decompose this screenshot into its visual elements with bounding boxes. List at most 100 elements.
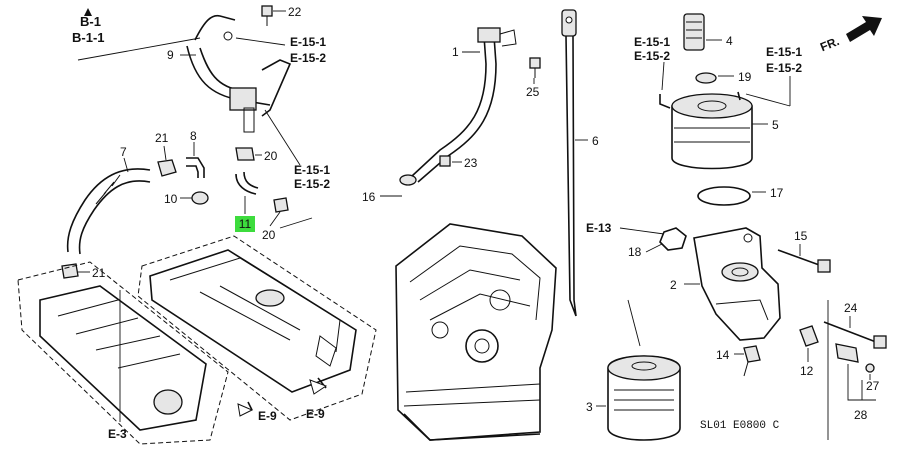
label-part-7: 7 [120, 145, 127, 159]
washer-27 [865, 363, 875, 373]
leader-21-a [163, 145, 167, 161]
label-part-18: 18 [628, 245, 642, 259]
washer-19 [695, 72, 717, 84]
label-part-11[interactable]: 11 [238, 217, 252, 231]
arrow-e9-b [309, 379, 328, 395]
label-part-8: 8 [190, 129, 197, 143]
label-part-1: 1 [452, 45, 459, 59]
ref-e152-d: E-15-2 [766, 61, 802, 75]
engine-block-top [409, 245, 541, 321]
pcv-valve-bracket [229, 87, 257, 111]
filter-base-lines [715, 299, 769, 321]
label-part-12: 12 [800, 364, 814, 378]
head-cover-lines [199, 285, 301, 341]
leader-e15-right-b [745, 93, 791, 107]
b1-leader [77, 37, 201, 61]
label-part-3: 3 [586, 400, 593, 414]
oil-cooler-nipples [659, 91, 741, 109]
intake-runners [57, 299, 181, 369]
sensor-14 [743, 345, 761, 363]
ref-e152-b: E-15-2 [294, 177, 330, 191]
grommet-10 [191, 191, 209, 205]
label-part-21-b: 21 [92, 266, 106, 280]
label-part-20-a: 20 [264, 149, 278, 163]
label-part-28: 28 [854, 408, 868, 422]
fr-arrow [846, 16, 882, 42]
label-part-14: 14 [716, 348, 730, 362]
hose-7-inner [78, 180, 151, 255]
filter-base-boss [721, 262, 759, 282]
leader-18 [645, 243, 663, 253]
oil-filter-ribs [614, 389, 674, 411]
intake-outline [39, 285, 207, 431]
highlight-part-11 [235, 216, 255, 232]
label-part-25: 25 [526, 85, 540, 99]
diagram-code: SL01 E0800 C [700, 420, 780, 432]
leader-28 [847, 364, 876, 401]
elbow-8 [186, 157, 205, 178]
leader-e15-cooler [661, 61, 665, 91]
oil-filter-top [607, 355, 681, 381]
head-cover-outline [149, 249, 357, 393]
tube-9 [186, 45, 271, 106]
oil-pan-lines [403, 383, 541, 407]
engine-block-ribs [419, 269, 531, 321]
filter-base-boltholes [743, 233, 753, 243]
head-cover-boundary [137, 235, 377, 421]
bolt-22 [261, 5, 273, 17]
label-part-6: 6 [592, 134, 599, 148]
sensor-14-stem [743, 361, 749, 377]
label-part-19: 19 [738, 70, 752, 84]
ref-e151-b: E-15-1 [294, 163, 330, 177]
label-part-27: 27 [866, 379, 880, 393]
oil-filter-port [631, 361, 657, 371]
bolt-15-head [817, 259, 831, 273]
label-part-24: 24 [844, 301, 858, 315]
pulley-upper [489, 289, 511, 311]
label-part-20-b: 20 [262, 228, 276, 242]
ref-e151-d: E-15-1 [766, 45, 802, 59]
label-part-5: 5 [772, 118, 779, 132]
filter-base-hole [731, 267, 749, 277]
leader-20-c [279, 217, 313, 229]
filter-axis-line [627, 299, 641, 347]
bolt-25 [529, 57, 541, 69]
leader-e15-top [235, 37, 286, 46]
oring-16 [399, 174, 417, 186]
clamp-20-a [235, 147, 255, 161]
oil-cooler-ribs [674, 127, 750, 143]
leader-20-b [269, 211, 281, 227]
gasket-18 [659, 227, 687, 251]
label-part-10: 10 [164, 192, 178, 206]
dipstick-tube [411, 35, 487, 177]
pcv-valve-stem [243, 107, 255, 133]
ref-e9-a: E-9 [258, 409, 277, 423]
ref-e151-c: E-15-1 [634, 35, 670, 49]
dipstick-handle-hole [565, 16, 573, 24]
label-part-16: 16 [362, 190, 376, 204]
dipstick-tube-inner [417, 35, 497, 183]
label-part-17: 17 [770, 186, 784, 200]
crank-pulley [465, 329, 499, 363]
ref-e3: E-3 [108, 427, 127, 441]
hose-11-inner [243, 171, 259, 189]
clamp-21-a [157, 159, 177, 177]
bolt-23 [439, 155, 451, 167]
oil-cooler-center [697, 100, 727, 112]
ref-e151-a: E-15-1 [290, 35, 326, 49]
ref-e9-b: E-9 [306, 407, 325, 421]
clamp-20-b [273, 197, 289, 213]
label-part-9: 9 [167, 48, 174, 62]
elbow-8-inner [186, 165, 199, 178]
bolt-24-shank [823, 321, 877, 343]
oil-cooler-top [671, 93, 753, 119]
oil-filler-cap [255, 289, 285, 307]
intake-port [153, 389, 183, 415]
tube-9-top [194, 14, 236, 41]
center-bolt-4 [683, 13, 705, 51]
label-part-22: 22 [288, 5, 302, 19]
ref-fr: FR. [818, 34, 841, 54]
ref-e13: E-13 [586, 221, 612, 235]
